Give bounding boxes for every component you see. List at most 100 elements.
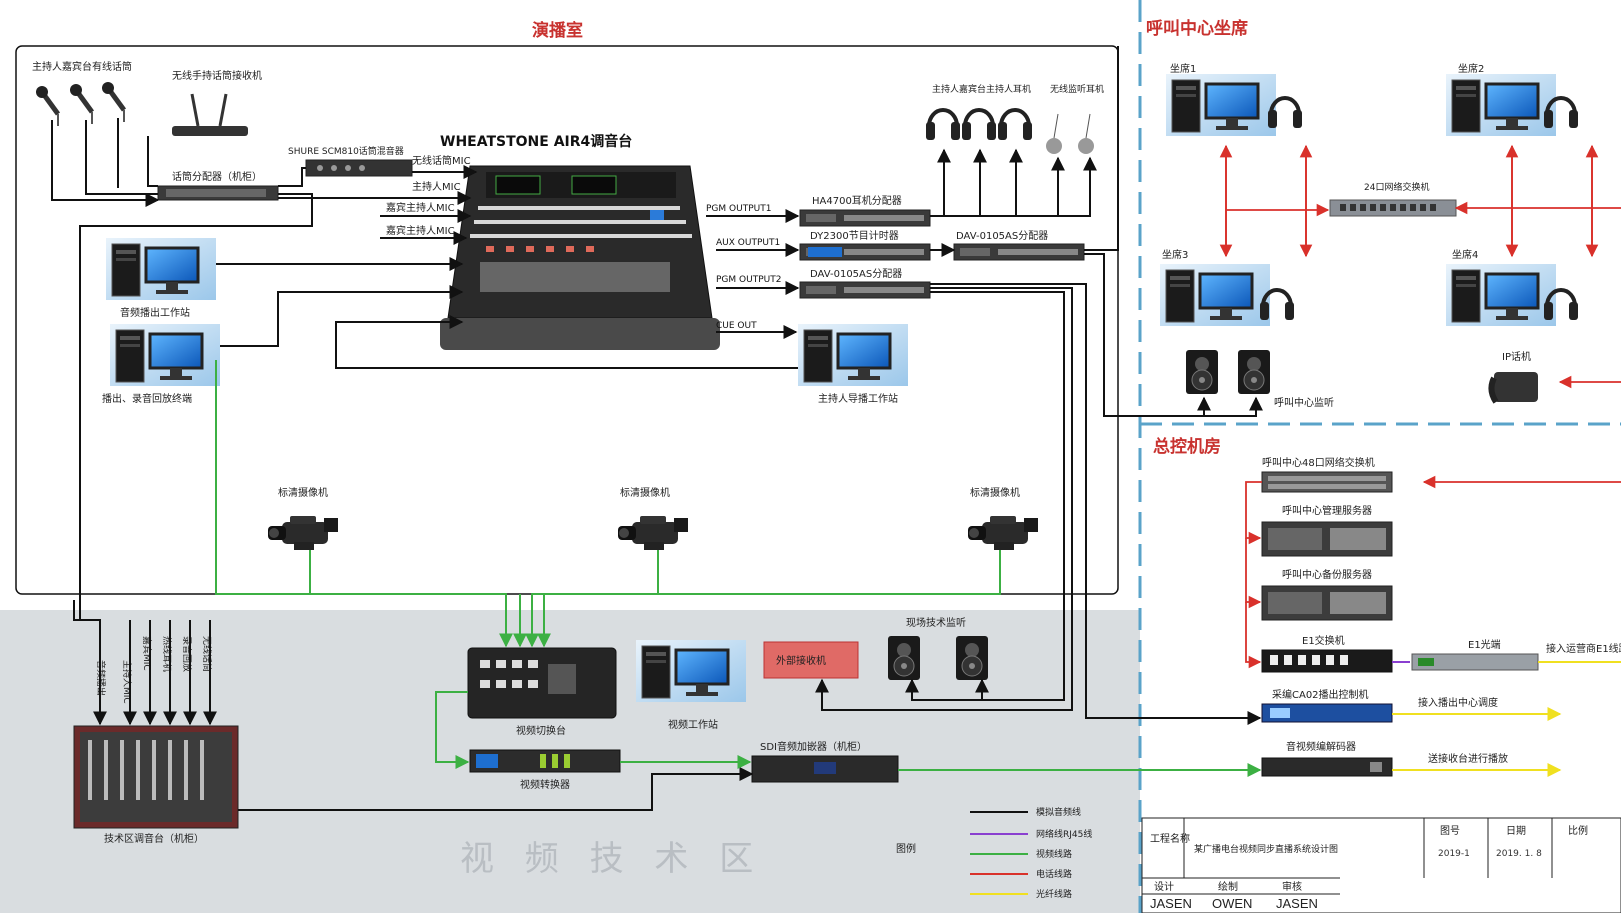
iem-label: 无线监听耳机 bbox=[1050, 83, 1104, 95]
yellow-fiber-lines bbox=[1392, 661, 1621, 777]
green-video-lines bbox=[215, 360, 1262, 777]
console-input-2: 主持人MIC bbox=[412, 180, 461, 193]
legend-item-3: 视频线路 bbox=[1036, 848, 1072, 860]
cc-speakers-label: 呼叫中心监听 bbox=[1274, 396, 1334, 409]
seat-3 bbox=[1158, 262, 1272, 328]
hp-amp-label: HA4700耳机分配器 bbox=[812, 194, 902, 207]
wireless-receiver bbox=[172, 93, 248, 136]
black-audio-lines bbox=[51, 46, 1263, 811]
legend: 图例 模拟音频线 网络线RJ45线 视频线路 电话线路 光纤线路 bbox=[896, 806, 1092, 900]
core-switch-label: 呼叫中心48口网络交换机 bbox=[1262, 456, 1375, 469]
legend-item-2: 网络线RJ45线 bbox=[1036, 828, 1092, 840]
sdi-embedder bbox=[751, 755, 899, 783]
mic-distributor-label: 话筒分配器（机柜） bbox=[172, 170, 262, 183]
zone-title-callcenter: 呼叫中心坐席 bbox=[1146, 18, 1248, 39]
dav1-label: DAV-0105AS分配器 bbox=[956, 230, 1048, 242]
console-label: WHEATSTONE AIR4调音台 bbox=[440, 133, 632, 150]
tb-drawing-no: 2019-1 bbox=[1438, 849, 1470, 859]
ws2-label: 播出、录音回放终端 bbox=[102, 392, 192, 405]
playback-terminal bbox=[108, 322, 222, 388]
seat-4 bbox=[1444, 262, 1558, 328]
video-ws-label: 视频工作站 bbox=[668, 718, 718, 731]
timer-label: DY2300节目计时器 bbox=[810, 229, 899, 242]
monitor-label: 现场技术监听 bbox=[906, 616, 966, 629]
callcenter-switch bbox=[1329, 199, 1457, 217]
shure-label: SHURE SCM810话筒混音器 bbox=[288, 145, 404, 157]
tb-date-label: 日期 bbox=[1506, 825, 1526, 837]
host-workstation bbox=[796, 322, 910, 388]
console-input-1: 无线话筒MIC bbox=[412, 154, 471, 167]
e1-conv-label: E1光端 bbox=[1468, 638, 1501, 651]
tb-reviewer: JASEN bbox=[1276, 896, 1318, 911]
video-switcher bbox=[467, 647, 617, 719]
ca02-out-label: 接入播出中心调度 bbox=[1418, 696, 1498, 709]
mixer-input-2: 主持人MIC bbox=[121, 660, 133, 704]
dav-distributor-2 bbox=[799, 281, 931, 299]
seat-2 bbox=[1444, 72, 1558, 138]
seat-3-label: 坐席3 bbox=[1162, 248, 1188, 261]
e1-label: E1交换机 bbox=[1302, 634, 1345, 647]
encoder-label: 音视频编解码器 bbox=[1286, 740, 1356, 753]
legend-title: 图例 bbox=[896, 842, 916, 855]
external-receiver bbox=[763, 641, 859, 679]
shure-mixer bbox=[305, 159, 413, 177]
console-output-2: AUX OUTPUT1 bbox=[716, 238, 780, 248]
tech-mixer bbox=[73, 725, 239, 829]
legend-item-4: 电话线路 bbox=[1036, 868, 1072, 880]
program-timer bbox=[799, 243, 931, 261]
video-converter bbox=[469, 749, 621, 773]
wireless-label: 无线手持话筒接收机 bbox=[172, 69, 262, 82]
tb-project-name: 某广播电台视频同步直播系统设计图 bbox=[1194, 843, 1338, 855]
ip-phone-label: IP话机 bbox=[1502, 350, 1531, 363]
legend-item-5: 光纤线路 bbox=[1036, 888, 1072, 900]
mics-label: 主持人嘉宾台有线话筒 bbox=[32, 60, 132, 73]
tb-design-label: 设计 bbox=[1154, 880, 1174, 893]
server2-label: 呼叫中心备份服务器 bbox=[1282, 568, 1372, 581]
zone-title-control: 总控机房 bbox=[1153, 436, 1221, 457]
tb-drawing-no-label: 图号 bbox=[1440, 825, 1460, 837]
seat-2-label: 坐席2 bbox=[1458, 62, 1484, 75]
red-phone-lines bbox=[1219, 144, 1621, 669]
mixer-input-3: 嘉宾MIC bbox=[141, 636, 153, 671]
sdi-label: SDI音频加嵌器（机柜） bbox=[760, 740, 867, 753]
ca02-controller bbox=[1261, 703, 1393, 723]
backup-server bbox=[1261, 585, 1393, 621]
cam1-label: 标清摄像机 bbox=[278, 486, 328, 499]
dav2-label: DAV-0105AS分配器 bbox=[810, 268, 902, 280]
seat-1 bbox=[1164, 72, 1278, 138]
mic-distributor bbox=[157, 185, 279, 201]
seat-4-label: 坐席4 bbox=[1452, 248, 1478, 261]
in-ear-monitors bbox=[1046, 113, 1094, 154]
core-switch bbox=[1261, 471, 1393, 493]
tb-draw-label: 绘制 bbox=[1218, 880, 1238, 893]
console-output-4: CUE OUT bbox=[716, 321, 757, 331]
converter-label: 视频转换器 bbox=[520, 778, 570, 791]
video-workstation bbox=[634, 638, 748, 704]
zone-title-studio: 演播室 bbox=[532, 20, 583, 41]
tb-designer: JASEN bbox=[1150, 896, 1192, 911]
cam3-label: 标清摄像机 bbox=[970, 486, 1020, 499]
mixer-input-5: 录音回放 bbox=[181, 636, 193, 672]
cam2-label: 标清摄像机 bbox=[620, 486, 670, 499]
ip-phone-icon bbox=[1488, 372, 1538, 404]
legend-item-1: 模拟音频线 bbox=[1036, 806, 1081, 818]
tb-scale-label: 比例 bbox=[1568, 824, 1588, 837]
management-server bbox=[1261, 521, 1393, 557]
tb-date: 2019. 1. 8 bbox=[1496, 849, 1542, 859]
console-input-3: 嘉宾主持人MIC bbox=[386, 201, 455, 214]
e1-optical bbox=[1411, 653, 1539, 671]
ca02-label: 采编CA02播出控制机 bbox=[1272, 688, 1369, 701]
switcher-label: 视频切换台 bbox=[516, 724, 566, 737]
seat-1-label: 坐席1 bbox=[1170, 62, 1196, 75]
wheatstone-console bbox=[440, 165, 720, 350]
console-output-3: PGM OUTPUT2 bbox=[716, 275, 781, 285]
mixer-input-4: 热线耳机 bbox=[161, 636, 173, 672]
tb-drafter: OWEN bbox=[1212, 896, 1252, 911]
headphone-amp bbox=[799, 209, 931, 227]
server1-label: 呼叫中心管理服务器 bbox=[1282, 504, 1372, 517]
title-block: 工程名称 某广播电台视频同步直播系统设计图 图号 2019-1 日期 2019.… bbox=[1141, 817, 1621, 913]
ws1-label: 音频播出工作站 bbox=[120, 306, 190, 319]
encoder-out-label: 送接收台进行播放 bbox=[1428, 752, 1508, 765]
e1-switch bbox=[1261, 649, 1393, 673]
av-encoder bbox=[1261, 757, 1393, 777]
